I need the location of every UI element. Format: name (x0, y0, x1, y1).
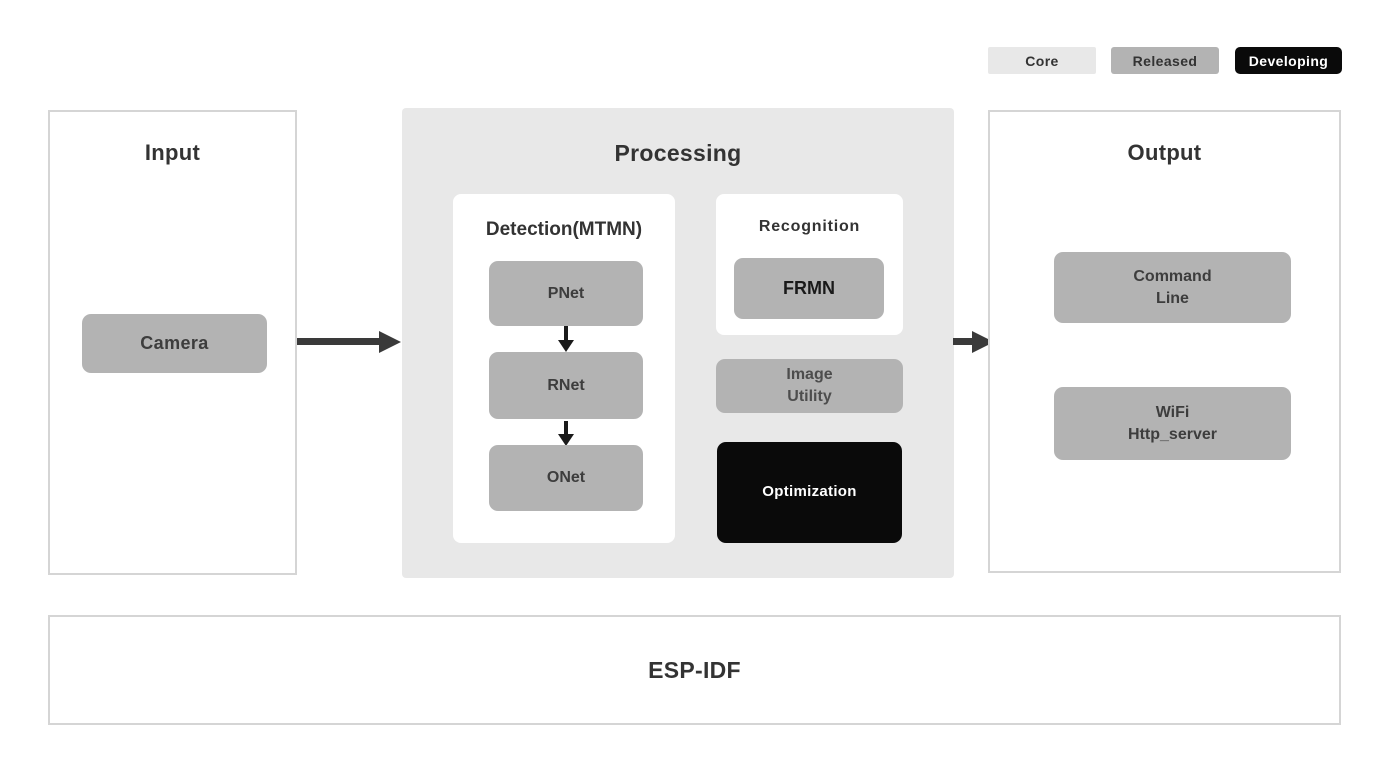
node-camera: Camera (82, 314, 267, 373)
arrow-rnet-to-onet-shaft (564, 421, 568, 435)
arrow-pnet-to-rnet-shaft (564, 326, 568, 341)
recognition-group: Recognition FRMN (716, 194, 903, 335)
node-wifi-line1: WiFi (1155, 403, 1190, 421)
processing-panel-title: Processing (614, 140, 742, 166)
input-panel-title: Input (144, 140, 201, 165)
arrow-input-to-processing-shaft (297, 338, 379, 345)
arrow-processing-to-output-shaft (953, 338, 972, 345)
legend-developing-chip: Developing (1235, 47, 1342, 74)
output-panel: Output Command Line WiFi Http_server (988, 110, 1341, 573)
processing-panel: Processing Detection(MTMN) PNet RNet ONe… (402, 108, 954, 578)
node-frmn: FRMN (734, 258, 884, 319)
esp-idf-title: ESP-IDF (648, 656, 741, 683)
legend-core-chip: Core (988, 47, 1096, 74)
node-image-utility: Image Utility (716, 359, 903, 413)
node-onet: ONet (489, 445, 643, 511)
node-image-utility-line2: Utility (787, 388, 832, 405)
esp-idf-panel: ESP-IDF (48, 615, 1341, 725)
node-rnet: RNet (489, 352, 643, 419)
detection-group: Detection(MTMN) PNet RNet ONet (453, 194, 675, 543)
node-wifi-http-server: WiFi Http_server (1054, 387, 1291, 460)
node-pnet: PNet (489, 261, 643, 326)
detection-group-title: Detection(MTMN) (485, 219, 643, 240)
output-panel-title: Output (1127, 140, 1202, 165)
node-command-line: Command Line (1054, 252, 1291, 323)
node-wifi-line2: Http_server (1128, 425, 1217, 443)
node-command-line-line2: Line (1156, 289, 1189, 307)
node-optimization: Optimization (717, 442, 902, 543)
node-command-line-line1: Command (1133, 267, 1212, 285)
arrow-pnet-to-rnet-head (558, 340, 574, 352)
recognition-group-title: Recognition (758, 218, 861, 235)
node-image-utility-line1: Image (786, 366, 833, 384)
arrow-input-to-processing-head (379, 331, 401, 353)
input-panel: Input Camera (48, 110, 297, 575)
arrow-rnet-to-onet-head (558, 434, 574, 446)
legend-released-chip: Released (1111, 47, 1219, 74)
